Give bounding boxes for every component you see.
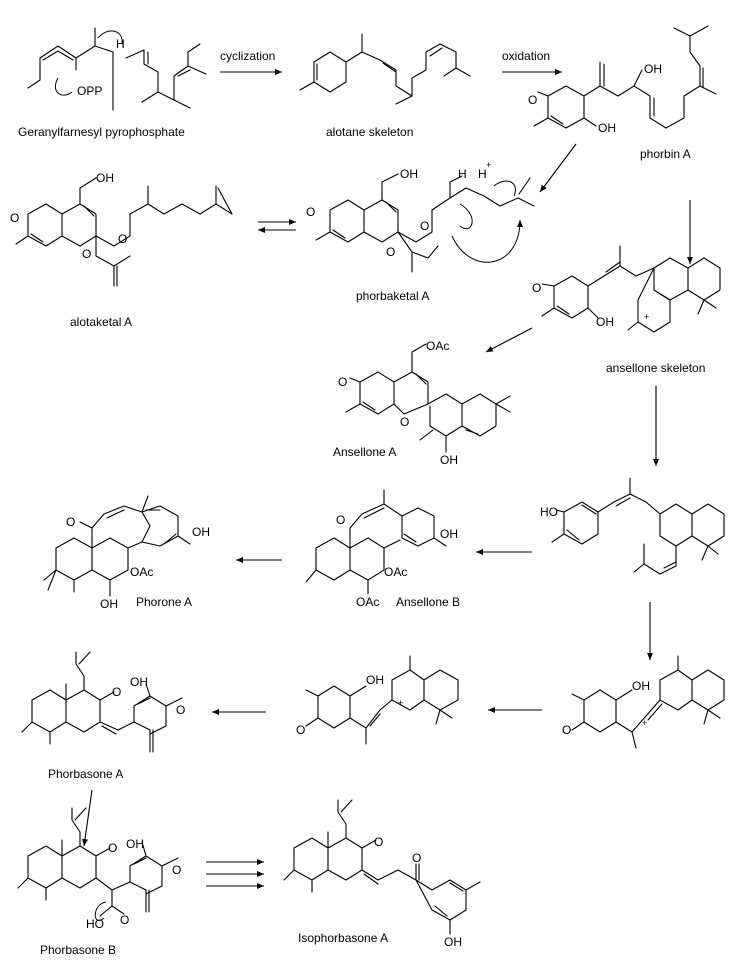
isophorbasone-a-label: Isophorbasone A <box>298 931 388 945</box>
phorbasone-a-label: Phorbasone A <box>48 767 123 781</box>
ansellone-b-oac2-label: OAc <box>356 595 379 609</box>
ansellone-a-label: Ansellone A <box>333 445 396 459</box>
isophorbasone-a-structure <box>283 799 481 935</box>
phorbasone-b-label: Phorbasone B <box>40 943 116 957</box>
phorbaketal-a-o1-label: O <box>306 205 315 219</box>
phenol-intermediate-structure <box>551 477 725 575</box>
phorbin-a-oh1-label: OH <box>644 62 662 76</box>
alotane-structure <box>299 33 471 105</box>
phorbasone-a-o1-label: O <box>112 685 121 699</box>
middle-cation-oh-label: OH <box>366 673 384 687</box>
alotaketal-a-oh-label: OH <box>96 171 114 185</box>
phorbaketal-a-o3-label: O <box>420 219 429 233</box>
phorone-a-oac-label: OAc <box>130 565 153 579</box>
middle-cation-structure <box>305 655 459 745</box>
ggpp-label: Geranylfarnesyl pyrophosphate <box>18 125 185 139</box>
right-cation-structure <box>571 655 725 749</box>
oxidation-label: oxidation <box>502 49 550 63</box>
phorbasone-b-oh1-label: OH <box>126 837 144 851</box>
ansellone-a-oac-label: OAc <box>426 339 449 353</box>
ansellone-a-oh-label: OH <box>440 453 458 467</box>
phorbasone-b-o1-label: O <box>108 841 117 855</box>
cyclization-label: cyclization <box>220 49 275 63</box>
phorone-a-oh1-label: OH <box>192 525 210 539</box>
phorbasone-b-ho-label: HO <box>86 917 104 931</box>
phorbasone-a-oh-label: OH <box>130 675 148 689</box>
isophorbasone-a-o2-label: O <box>412 851 421 865</box>
phorone-a-o-label: O <box>66 515 75 529</box>
phorone-a-oh2-label: OH <box>100 597 118 611</box>
to-phorbasone-b-arrow <box>82 789 93 847</box>
phorbasone-b-o3-label: O <box>120 913 129 927</box>
right-cation-o-label: O <box>562 723 571 737</box>
alotaketal-a-structure <box>15 177 233 287</box>
phorbaketal-a-h-label: H <box>458 167 467 181</box>
phorbasone-b-structure <box>17 807 179 921</box>
ansellone-b-label: Ansellone B <box>396 595 460 609</box>
right-cation-oh-label: OH <box>632 679 650 693</box>
isophorbasone-a-o1-label: O <box>374 835 383 849</box>
alotaketal-a-o3-label: O <box>118 232 127 246</box>
alotaketal-a-o1-label: O <box>10 211 19 225</box>
ansellone-b-oh-label: OH <box>440 527 458 541</box>
phorbin-a-oh2-label: OH <box>598 121 616 135</box>
phorone-a-label: Phorone A <box>136 595 192 609</box>
phorbaketal-a-structure <box>315 173 535 273</box>
phorbasone-a-structure <box>21 651 183 753</box>
ansellone-skeleton-plus: + <box>644 312 649 322</box>
isophorbasone-a-oh-label: OH <box>444 935 462 949</box>
phorbin-a-o-label: O <box>528 93 537 107</box>
to-ansellone-a-arrow <box>485 327 533 353</box>
ansellone-skeleton-label: ansellone skeleton <box>606 361 705 375</box>
phorbaketal-a-o2-label: O <box>386 245 395 259</box>
alotaketal-a-o2-label: O <box>82 247 91 261</box>
ansellone-skeleton-o-label: O <box>532 281 541 295</box>
alotane-label: alotane skeleton <box>326 125 413 139</box>
ansellone-a-o2-label: O <box>400 415 409 429</box>
phorbasone-b-o2-label: O <box>172 863 181 877</box>
ansellone-skeleton-structure <box>541 245 721 333</box>
ggpp-structure <box>27 27 207 111</box>
right-cation-plus: + <box>642 718 647 728</box>
phorbasone-a-o2-label: O <box>176 703 185 717</box>
ggpp-opp-label: OPP <box>77 84 102 98</box>
phorbaketal-a-label: phorbaketal A <box>356 289 429 303</box>
phorbin-a-structure <box>533 25 717 129</box>
ansellone-b-o-label: O <box>336 513 345 527</box>
phorbin-to-phorbaketal-arrow <box>539 143 577 193</box>
ggpp-h-label: H <box>116 37 125 51</box>
middle-cation-plus: + <box>398 698 403 708</box>
alotaketal-a-label: alotaketal A <box>70 315 132 329</box>
phorone-a-structure <box>43 495 191 597</box>
middle-cation-o-label: O <box>296 723 305 737</box>
phorbaketal-a-hplus-charge: + <box>486 160 491 170</box>
ansellone-a-o1-label: O <box>338 375 347 389</box>
ansellone-b-structure <box>305 489 447 595</box>
phorbaketal-a-hplus-label: H <box>478 167 487 181</box>
phorbin-a-label: phorbin A <box>640 147 691 161</box>
ansellone-b-oac1-label: OAc <box>384 565 407 579</box>
ansellone-skeleton-oh-label: OH <box>596 315 614 329</box>
ansellone-a-structure <box>345 343 511 453</box>
phenol-intermediate-ho-label: HO <box>540 505 558 519</box>
phorbaketal-a-oh-label: OH <box>400 167 418 181</box>
